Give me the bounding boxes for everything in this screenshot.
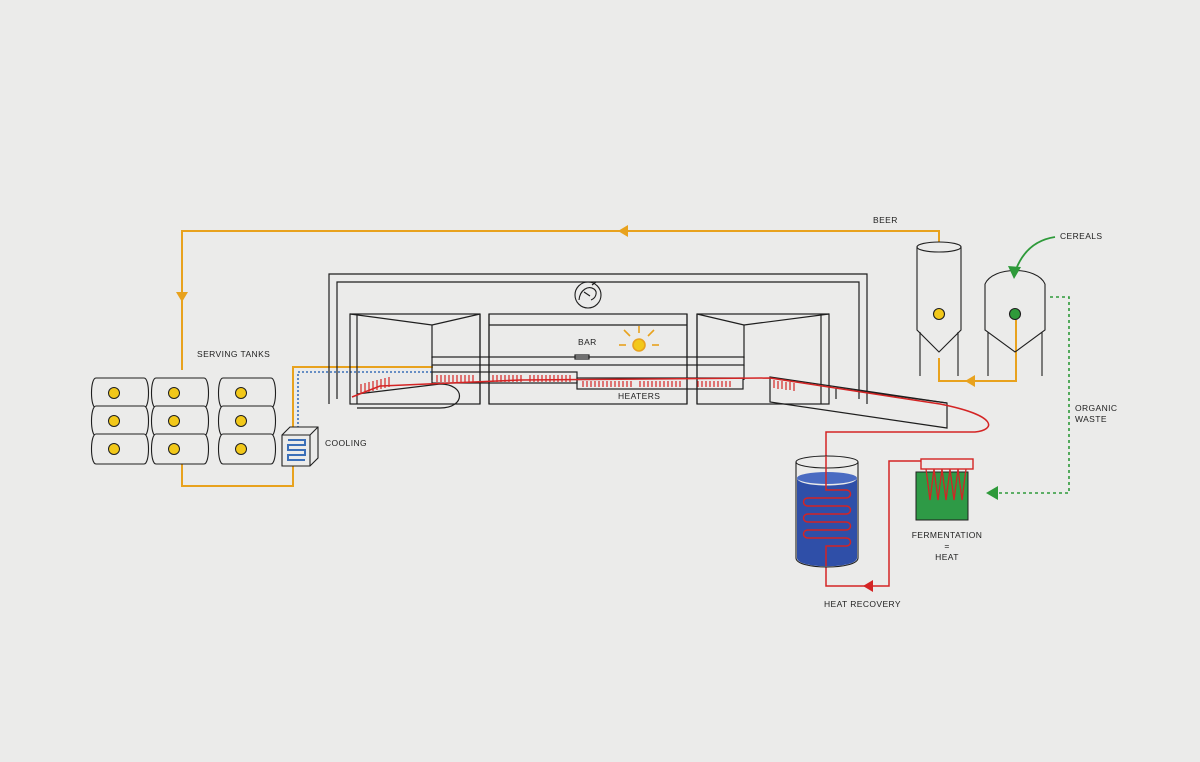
organic-waste-arrow (986, 486, 998, 500)
tank-indicator-dot (168, 387, 180, 399)
serving-tanks (90, 377, 277, 465)
serving-tank (90, 405, 150, 437)
bar-building (328, 273, 948, 429)
heat-recovery-label: HEAT RECOVERY (824, 599, 901, 609)
cooling-line (297, 371, 432, 432)
cereals-label: CEREALS (1060, 231, 1103, 241)
bar-label: BAR (578, 337, 597, 347)
cooling-unit (281, 426, 319, 467)
serving-tank (217, 433, 277, 465)
tank-indicator-dot (168, 415, 180, 427)
serving-tank (90, 433, 150, 465)
fermentation-label-3: HEAT (935, 552, 959, 562)
heater-radiators (360, 375, 795, 394)
brewing-tank-beer (916, 241, 962, 376)
beer-down-arrow (176, 292, 188, 302)
serving-tank (150, 377, 210, 409)
cooling-label: COOLING (325, 438, 368, 448)
serving-tanks-label: SERVING TANKS (197, 349, 271, 359)
cereals-arrow (1014, 236, 1056, 273)
organic-waste-label-2: WASTE (1075, 414, 1107, 424)
tank-indicator-dot (108, 387, 120, 399)
serving-tank (217, 405, 277, 437)
organic-waste-label-1: ORGANIC (1075, 403, 1118, 413)
tank-indicator-dot (235, 443, 247, 455)
serving-tank (217, 377, 277, 409)
tank-indicator-dot (168, 443, 180, 455)
sun-light-icon (619, 326, 659, 352)
tank-indicator-dot (108, 443, 120, 455)
rooster-emblem-icon (574, 281, 602, 309)
heat-recovery-tank (795, 455, 859, 568)
heat-flow-arrow (863, 580, 873, 592)
heat-line (351, 377, 990, 587)
brew-transfer-arrow (965, 375, 975, 387)
serving-tank (150, 405, 210, 437)
cereals-arrow-head (1008, 266, 1021, 279)
beer-flow-arrow (618, 225, 628, 237)
organic-waste-line (995, 296, 1070, 494)
tank-indicator-dot (108, 415, 120, 427)
beer-label: BEER (873, 215, 898, 225)
serving-tank (150, 433, 210, 465)
tank-indicator-dot (235, 415, 247, 427)
fermentation-label-1: FERMENTATION (911, 530, 983, 540)
fermentation-label-2: = (944, 541, 950, 551)
tank-indicator-dot (235, 387, 247, 399)
serving-tank (90, 377, 150, 409)
heaters-label: HEATERS (618, 391, 661, 401)
fermenter (915, 458, 974, 521)
